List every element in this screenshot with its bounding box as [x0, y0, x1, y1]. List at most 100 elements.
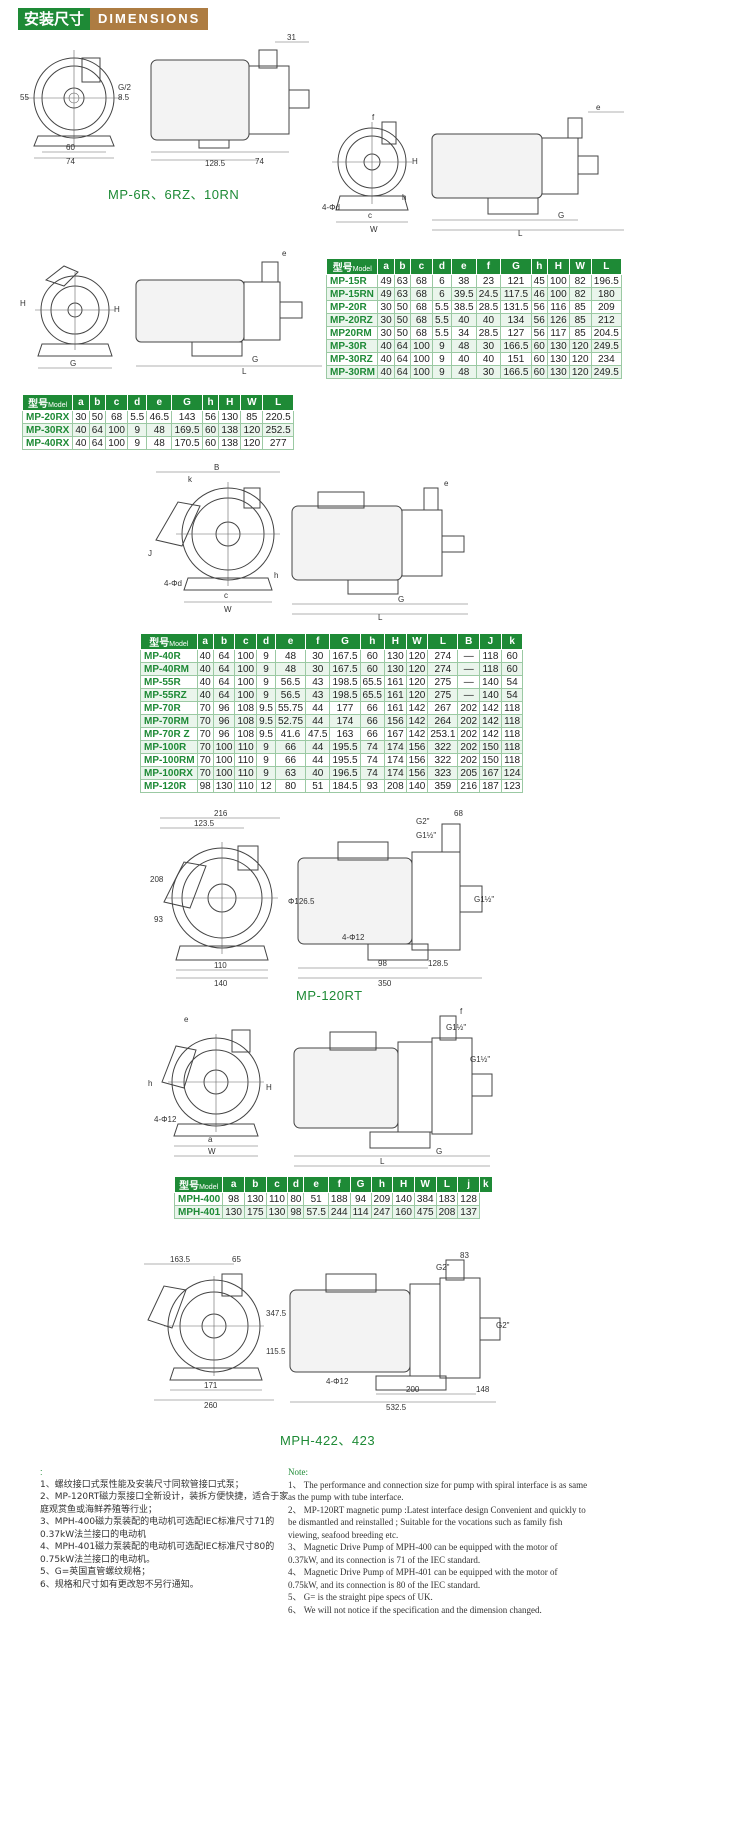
value-cell: 98: [222, 1192, 245, 1206]
col-b: b: [88, 394, 107, 411]
dim-label: a: [208, 1135, 213, 1144]
caption-mp6: MP-6R、6RZ、10RN: [108, 187, 240, 202]
drawing-mp120-front: 216 123.5 208 93 110 140: [150, 809, 280, 988]
value-cell: 130: [243, 1192, 267, 1206]
value-cell: 38.5: [450, 300, 477, 314]
value-cell: 110: [234, 740, 258, 754]
value-cell: 130: [265, 1205, 289, 1219]
value-cell: 40: [475, 352, 502, 366]
dim-label: f: [460, 1007, 463, 1016]
value-cell: 30: [72, 410, 90, 424]
value-cell: 195.5: [329, 753, 361, 767]
col-e: e: [450, 258, 477, 275]
value-cell: 130: [546, 352, 570, 366]
col-c: c: [105, 394, 129, 411]
col-model: 型号Model: [173, 1176, 224, 1193]
col-k: k: [479, 1176, 493, 1193]
value-cell: 70: [196, 753, 214, 767]
dim-label: 128.5: [205, 159, 226, 168]
value-cell: 244: [327, 1205, 351, 1219]
model-cell: MP-40RM: [140, 662, 198, 676]
value-cell: 123: [500, 779, 524, 793]
col-h: h: [370, 1176, 394, 1193]
notes-en-label: Note:: [288, 1467, 308, 1477]
value-cell: 66: [274, 740, 307, 754]
model-cell: MP-70RM: [140, 714, 198, 728]
value-cell: 167.5: [329, 662, 361, 676]
value-cell: 64: [212, 662, 236, 676]
value-cell: 100: [410, 365, 433, 379]
spec-table-3: 型号Model a b c d e f G h H W L B J k MP-4…: [140, 633, 524, 793]
value-cell: 118: [500, 727, 524, 741]
value-cell: 93: [359, 779, 385, 793]
value-cell: 30: [475, 365, 502, 379]
value-cell: 202: [457, 740, 481, 754]
dim-label: 68: [454, 809, 463, 818]
value-cell: 475: [413, 1205, 437, 1219]
value-cell: —: [457, 688, 481, 702]
value-cell: 24.5: [475, 287, 502, 301]
value-cell: 117: [546, 326, 570, 340]
model-cell: MP-15RN: [325, 287, 379, 301]
col-model: 型号Model: [140, 633, 198, 650]
dim-label: G: [558, 211, 564, 220]
drawing-mph422-front: 163.5 65 347.5 115.5 171 260: [144, 1255, 287, 1410]
value-cell: 202: [457, 753, 481, 767]
value-cell: 140: [479, 688, 502, 702]
note-en-6: 6、 We will not notice if the specificati…: [288, 1604, 542, 1615]
value-cell: 60: [201, 436, 220, 450]
value-cell: 150: [479, 740, 502, 754]
value-cell: 9: [431, 339, 452, 353]
value-cell: 23: [475, 274, 502, 288]
value-cell: 118: [479, 649, 502, 663]
value-cell: —: [457, 662, 481, 676]
value-cell: 50: [393, 326, 412, 340]
col-d: d: [256, 633, 276, 650]
value-cell: 175: [243, 1205, 267, 1219]
col-W: W: [568, 258, 592, 275]
value-cell: 48: [146, 423, 173, 437]
dim-label: L: [378, 613, 383, 622]
value-cell: 174: [383, 766, 407, 780]
value-cell: 156: [383, 714, 407, 728]
drawing-mp20rx-side: e G L: [135, 249, 322, 376]
dim-label: 123.5: [194, 819, 215, 828]
value-cell: 114: [349, 1205, 372, 1219]
notes-en: Note: 1、 The performance and connection …: [288, 1466, 588, 1616]
value-cell: 56.5: [274, 675, 307, 689]
col-k: k: [500, 633, 524, 650]
value-cell: 50: [393, 300, 412, 314]
value-cell: 110: [265, 1192, 289, 1206]
model-cell: MP-40R: [140, 649, 198, 663]
value-cell: 48: [274, 649, 307, 663]
model-cell: MP-55R: [140, 675, 198, 689]
drawing-mph400-side: f G1½" G1½" G L: [293, 1007, 493, 1167]
value-cell: 100: [410, 352, 433, 366]
value-cell: 51: [305, 779, 331, 793]
dim-label: G2": [416, 817, 430, 826]
col-L: L: [262, 394, 294, 411]
drawing-mp6-front: 60 74 55 G/2 8.5: [20, 50, 131, 166]
value-cell: 160: [392, 1205, 415, 1219]
value-cell: 108: [234, 714, 258, 728]
model-cell: MP-20RZ: [325, 313, 379, 327]
col-h: h: [530, 258, 548, 275]
dim-label: 4-Φ12: [154, 1115, 177, 1124]
value-cell: 9: [256, 688, 276, 702]
dim-label: 148: [476, 1385, 490, 1394]
model-cell: MP-55RZ: [140, 688, 198, 702]
dim-label: G1½": [474, 895, 494, 904]
value-cell: 142: [405, 727, 429, 741]
value-cell: 47.5: [305, 727, 331, 741]
col-W: W: [413, 1176, 437, 1193]
value-cell: 143: [171, 410, 203, 424]
value-cell: 28.5: [475, 326, 502, 340]
value-cell: 140: [392, 1192, 415, 1206]
value-cell: 30: [475, 339, 502, 353]
